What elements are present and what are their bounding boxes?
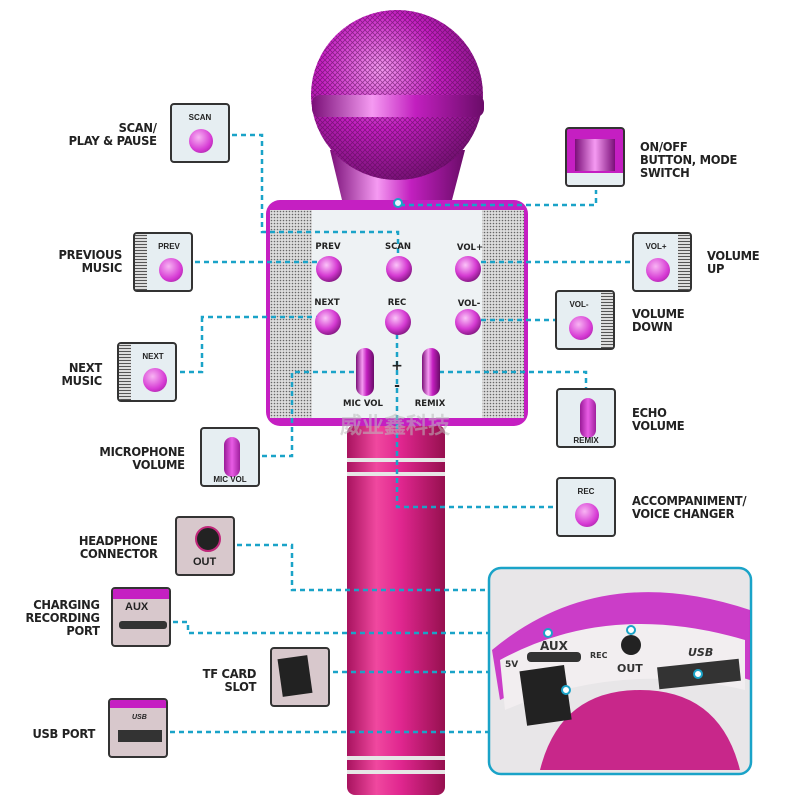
mic-head [311,10,484,200]
power-label: ON/OFF BUTTON, MODE SWITCH [640,139,738,180]
next-callout-box: NEXT [117,342,177,402]
rec-callout-box: REC [556,477,616,537]
inset-tf-card [519,665,572,726]
micvol-label: MICROPHONE VOLUME [99,444,186,472]
remix-slider-icon [580,398,596,438]
tf-card-icon [277,655,313,697]
prev-button-icon [159,258,183,282]
slider-label: MIC VOL [343,399,383,409]
watermark: 威业鑫科技 [340,413,451,439]
vol-down-button-icon [569,316,593,340]
inset-usb-label: USB [688,646,713,659]
volup-callout-box: VOL+ [632,232,692,292]
control-buttons [315,256,481,396]
voldown-callout-box: VOL- [555,290,615,350]
inset-rec-label: REC [590,651,608,660]
button-label: VOL- [458,299,481,309]
power-callout-box [565,127,625,187]
micvol-callout-box: MIC VOL [200,427,260,487]
scan-label: SCAN/ PLAY & PAUSE [68,120,157,148]
prev-button[interactable] [316,256,342,282]
headphone-callout-box: OUT [175,516,235,576]
charging-label: CHARGING RECORDING PORT [25,597,100,638]
voldown-label: VOLUME DOWN [632,306,685,334]
box-label: USB [132,714,147,721]
next-button[interactable] [315,309,341,335]
headphone-label: HEADPHONE CONNECTOR [79,533,158,561]
scan-button-icon [189,129,213,153]
box-label: VOL+ [645,242,667,251]
remix-slider[interactable] [422,348,440,396]
vol-up-button[interactable] [455,256,481,282]
inset-5v-label: 5V [505,660,518,670]
box-label: MIC VOL [213,475,247,484]
headphone-jack-icon [195,526,221,552]
minus-sign: - [394,378,400,394]
inset-aux-label: AUX [540,639,569,653]
echo-label: ECHO VOLUME [632,405,685,433]
prev-callout-box: PREV [133,232,193,292]
mic-vol-slider-icon [224,437,240,477]
aux-port-icon [119,621,167,629]
button-label: NEXT [314,298,339,308]
scan-button[interactable] [386,256,412,282]
port-inset-photo: AUX 5V REC OUT USB [487,566,753,776]
inset-aux-port [527,652,581,662]
inset-out-label: OUT [617,662,643,675]
rec-label: ACCOMPANIMENT/ VOICE CHANGER [632,493,747,521]
power-switch-icon [575,139,615,171]
next-button-icon [143,368,167,392]
rec-button-icon [575,503,599,527]
rec-button[interactable] [385,309,411,335]
usb-port-icon [118,730,162,742]
tf-callout-box [270,647,330,707]
usb-label: USB PORT [32,726,95,741]
charging-callout-box: AUX [111,587,171,647]
usb-callout-box: USB [108,698,168,758]
vol-down-button[interactable] [455,309,481,335]
slider-label: REMIX [415,399,446,409]
box-label: PREV [158,242,180,251]
box-label: OUT [193,556,217,568]
box-label: VOL- [569,300,589,309]
button-label: REC [388,298,407,308]
box-label: REC [577,487,595,496]
button-label: PREV [315,242,341,252]
mic-vol-slider[interactable] [356,348,374,396]
inset-out-jack [621,635,641,655]
box-label: AUX [125,601,149,613]
button-label: SCAN [385,242,411,252]
tf-label: TF CARD SLOT [202,666,256,694]
scan-callout-box: SCAN [170,103,230,163]
plus-sign: + [391,358,403,374]
button-label: VOL+ [457,243,483,253]
next-label: NEXT MUSIC [61,360,103,388]
box-label: SCAN [188,113,212,122]
volup-label: VOLUME UP [707,248,760,276]
box-label: NEXT [142,352,164,361]
vol-up-button-icon [646,258,670,282]
echo-callout-box: REMIX [556,388,616,448]
box-label: REMIX [573,436,599,445]
prev-label: PREVIOUS MUSIC [58,247,122,275]
